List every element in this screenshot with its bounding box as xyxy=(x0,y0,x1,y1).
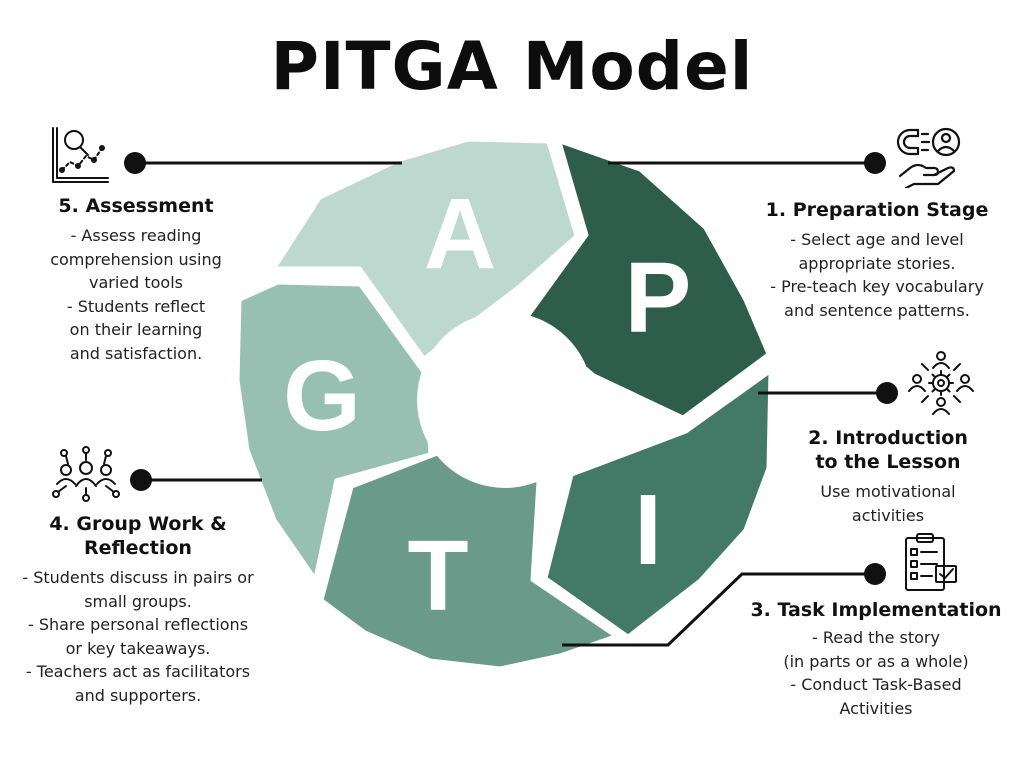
stage-4-line: - Students discuss in pairs or xyxy=(22,568,254,587)
stage-1-line: - Pre-teach key vocabulary xyxy=(770,277,984,296)
stage-2-title: 2. Introduction to the Lesson xyxy=(788,426,988,474)
segment-i xyxy=(544,370,772,638)
stage-3-block: 3. Task Implementation - Read the story … xyxy=(738,598,1014,720)
connector-t xyxy=(562,563,886,647)
stage-3-line: (in parts or as a whole) xyxy=(783,651,969,671)
connector-i xyxy=(758,382,898,404)
stage-1-line: appropriate stories. xyxy=(798,253,956,273)
stage-5-body: - Assess reading comprehension using var… xyxy=(26,224,246,365)
letter-p: P xyxy=(625,242,692,354)
stage-3-title: 3. Task Implementation xyxy=(750,599,1002,621)
stage-1-line: - Select age and level xyxy=(790,230,964,249)
stage-2-line: activities xyxy=(851,505,925,525)
stage-3-line: Activities xyxy=(839,698,913,718)
stage-4-title-line: 4. Group Work & xyxy=(49,513,227,535)
segment-g xyxy=(236,281,432,580)
stage-5-line: - Students reflect xyxy=(66,296,206,316)
stage-4-line: - Share personal reflections xyxy=(27,615,249,634)
stage-5-block: 5. Assessment - Assess reading comprehen… xyxy=(26,194,246,365)
stage-3-line: - Conduct Task-Based xyxy=(790,675,962,694)
magnet-person-hand-icon xyxy=(896,127,961,188)
connector-g xyxy=(130,469,262,491)
stage-4-title-line: Reflection xyxy=(84,537,192,559)
stage-4-line: or key takeaways. xyxy=(65,638,211,658)
segment-a xyxy=(273,138,578,360)
stage-5-title: 5. Assessment xyxy=(58,195,214,217)
letter-t: T xyxy=(407,520,468,632)
stage-5-line: varied tools xyxy=(88,273,183,292)
stage-2-body: Use motivational activities xyxy=(788,480,988,527)
segment-t xyxy=(320,451,617,670)
stage-5-line: - Assess reading xyxy=(70,226,202,245)
diagram-title: PITGA Model xyxy=(270,28,754,105)
stage-4-title: 4. Group Work & Reflection xyxy=(6,512,270,560)
stage-3-body: - Read the story (in parts or as a whole… xyxy=(738,626,1014,720)
connector-p xyxy=(608,152,886,174)
checklist-icon xyxy=(905,533,957,591)
stage-2-title-line: 2. Introduction xyxy=(808,427,968,449)
stage-1-title: 1. Preparation Stage xyxy=(765,199,989,221)
stage-4-line: and supporters. xyxy=(74,685,202,705)
stage-1-body: - Select age and level appropriate stori… xyxy=(748,228,1006,322)
stage-2-block: 2. Introduction to the Lesson Use motiva… xyxy=(788,426,988,527)
stage-1-block: 1. Preparation Stage - Select age and le… xyxy=(748,198,1006,322)
stage-4-line: - Teachers act as facilitators xyxy=(25,662,251,681)
segment-p xyxy=(525,140,770,419)
stage-2-line: Use motivational xyxy=(820,482,956,501)
stage-2-title-line: to the Lesson xyxy=(815,451,961,473)
letter-g: G xyxy=(283,340,361,452)
stage-4-body: - Students discuss in pairs or small gro… xyxy=(6,566,270,707)
connector-a xyxy=(124,152,402,174)
letter-i: I xyxy=(634,474,662,586)
group-network-icon xyxy=(52,446,120,502)
letter-a: A xyxy=(424,178,496,290)
magnifier-chart-icon xyxy=(52,127,109,183)
stage-5-line: comprehension using xyxy=(50,249,222,269)
stage-5-line: on their learning xyxy=(69,320,203,339)
stage-5-line: and satisfaction. xyxy=(69,343,203,363)
team-gear-icon xyxy=(908,351,974,415)
stage-3-line: - Read the story xyxy=(812,628,940,647)
stage-1-line: and sentence patterns. xyxy=(784,300,970,320)
stage-4-block: 4. Group Work & Reflection - Students di… xyxy=(6,512,270,707)
center-circle xyxy=(417,312,593,488)
stage-4-line: small groups. xyxy=(84,591,192,611)
